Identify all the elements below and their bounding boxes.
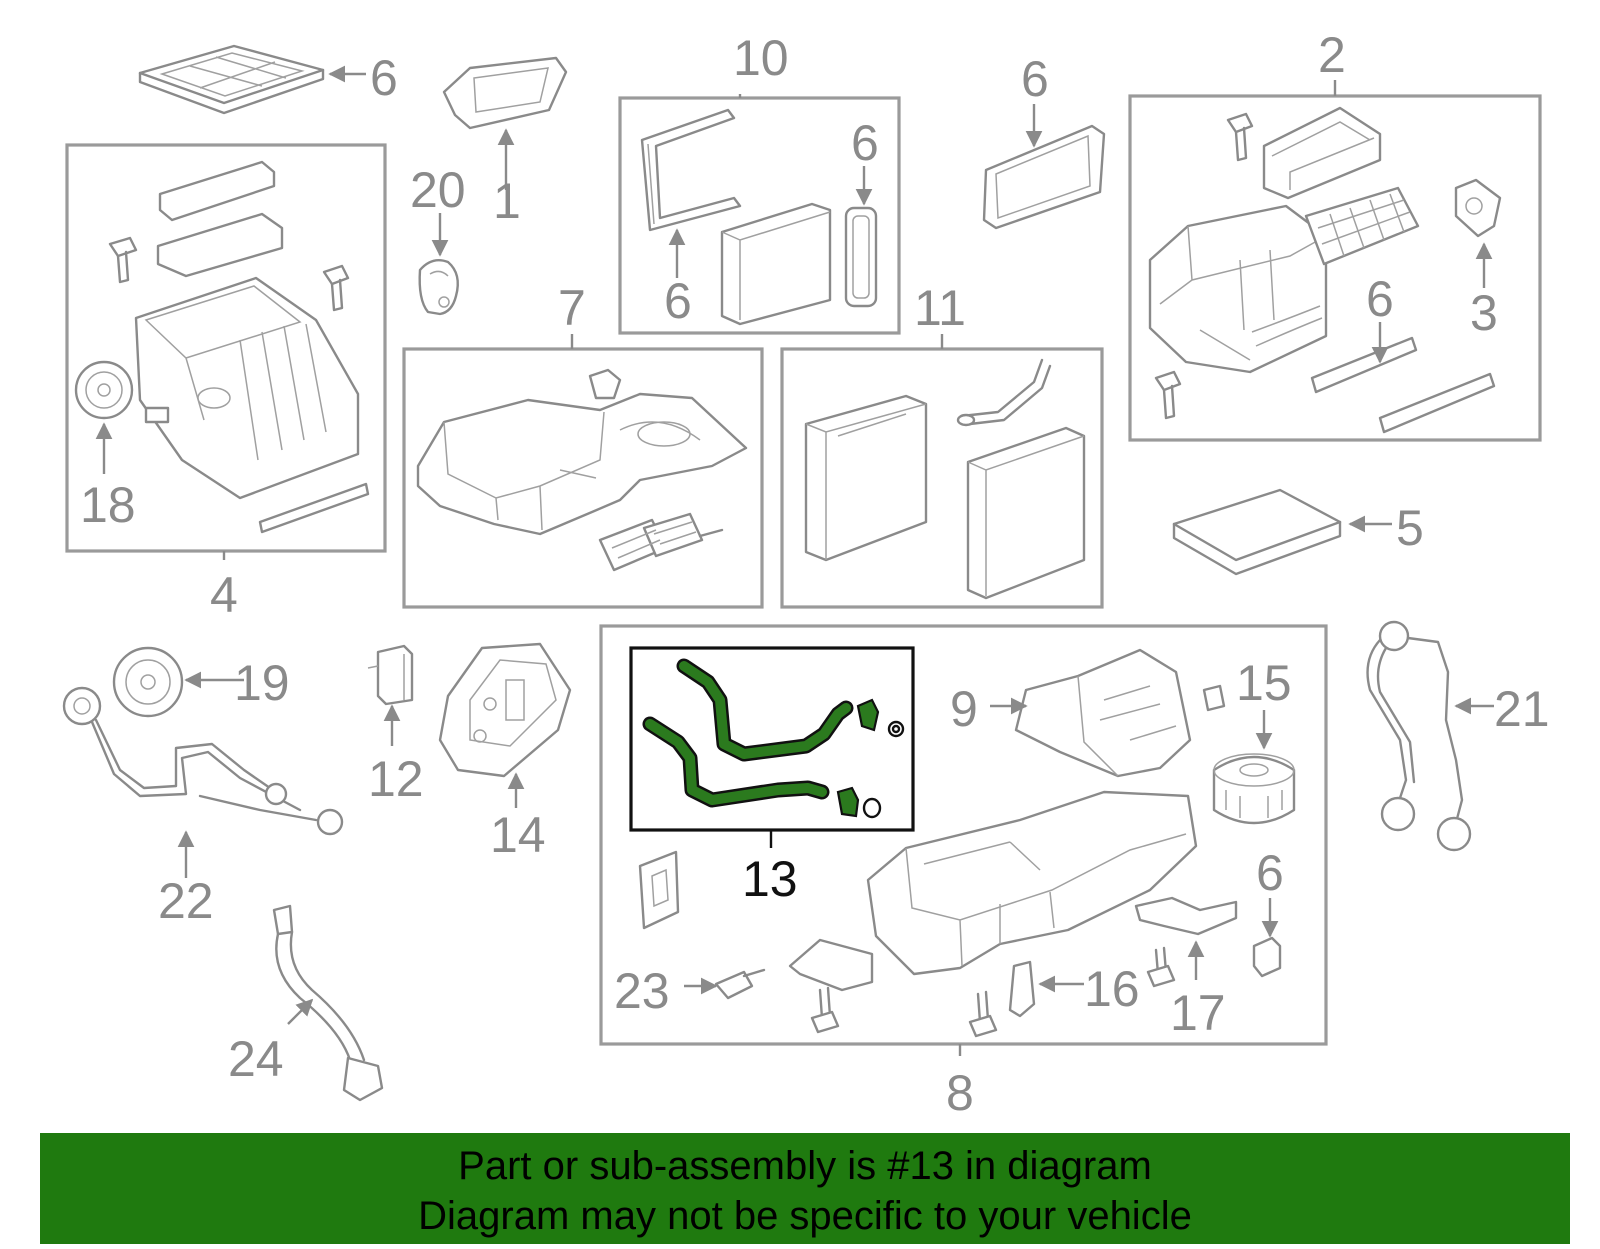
callout-14: 14 (490, 807, 546, 863)
part-4-bolt-left (108, 236, 138, 284)
part-8-bolt-left (810, 986, 840, 1034)
callout-17: 17 (1170, 985, 1226, 1041)
part-7-small-actuator (588, 368, 622, 400)
part-15-blower-motor (1212, 753, 1296, 825)
part-2-upper-duct (1262, 106, 1382, 200)
callout-8: 8 (946, 1065, 974, 1121)
part-22-harness (62, 686, 344, 836)
callout-10: 10 (733, 30, 789, 86)
part-24-hose (272, 904, 384, 1102)
callout-22: 22 (158, 873, 214, 929)
part-4-heater-case (134, 276, 360, 500)
part-2-seal-strip-a (1310, 336, 1418, 394)
callout-6-f: 6 (1256, 845, 1284, 901)
part-8-lower-case (866, 790, 1198, 976)
part-2-bolt-bottom (1154, 370, 1182, 420)
callout-6-a: 6 (370, 50, 398, 106)
part-16-actuator (1008, 960, 1036, 1018)
callout-21: 21 (1494, 681, 1550, 737)
callout-16: 16 (1084, 961, 1140, 1017)
part-20-clip (418, 259, 459, 316)
part-2-seal-strip-b (1378, 372, 1496, 434)
callout-24: 24 (228, 1031, 284, 1087)
part-4-seal-strip (258, 482, 370, 534)
part-11-pipe (956, 358, 1052, 427)
part-12-sensor (367, 644, 414, 706)
callout-6-e: 6 (1366, 271, 1394, 327)
part-21-harness (1366, 620, 1472, 852)
part-info-banner: Part or sub-assembly is #13 in diagram D… (40, 1133, 1570, 1244)
callout-19: 19 (234, 655, 290, 711)
group-box-7 (402, 347, 764, 609)
part-6-seal-strip-10 (844, 206, 878, 308)
part-11-evaporator (804, 394, 928, 562)
banner-line-2: Diagram may not be specific to your vehi… (418, 1194, 1192, 1238)
part-8-small-clip (1202, 684, 1226, 712)
part-23-sensor (714, 968, 766, 1000)
part-17-bolt (1146, 946, 1176, 988)
callout-6-b: 6 (664, 273, 692, 329)
group-box-4 (65, 143, 387, 553)
part-17-bracket (1134, 896, 1238, 936)
part-6-seal-frame-10 (640, 108, 742, 232)
part-4-small-clip (144, 406, 170, 424)
part-1-duct (442, 56, 568, 130)
part-6-small-seal (1252, 936, 1282, 978)
group-box-8 (599, 624, 1328, 1046)
part-8-seal-sheet (638, 850, 680, 930)
parts-diagram: 6 1 20 10 6 6 6 2 (62, 27, 1550, 1121)
callout-1: 1 (493, 173, 521, 229)
part-7-case (416, 392, 748, 536)
callout-4: 4 (210, 567, 238, 623)
callout-11: 11 (914, 280, 966, 336)
part-4-mid-duct (156, 212, 284, 278)
part-13-ac-hoses (642, 658, 905, 819)
part-8-bracket (788, 938, 874, 992)
part-19-blower-wheel (112, 646, 184, 718)
callout-18: 18 (80, 477, 136, 533)
callout-2: 2 (1318, 27, 1346, 83)
part-2-filter-grid (1304, 186, 1420, 266)
callout-6-d: 6 (1021, 51, 1049, 107)
callout-6-c: 6 (851, 115, 879, 171)
callout-12: 12 (368, 751, 424, 807)
part-4-top-duct (158, 160, 276, 222)
part-6-filter-frame (138, 44, 325, 115)
part-10-core (720, 202, 832, 326)
part-4-bolt-right (322, 264, 350, 312)
part-8-bolt-mid (968, 990, 998, 1038)
part-5-cabin-filter (1172, 488, 1342, 576)
part-7-door-grids (598, 512, 724, 572)
callout-13: 13 (742, 851, 798, 907)
callout-3: 3 (1470, 285, 1498, 341)
callout-20: 20 (410, 162, 466, 218)
part-2-bolt-top (1226, 112, 1254, 162)
callout-23: 23 (614, 963, 670, 1019)
part-9-duct (1014, 648, 1192, 778)
callout-7: 7 (558, 280, 586, 336)
part-6-seal-right (982, 124, 1106, 230)
part-11-heater-core (966, 426, 1086, 600)
part-3-actuator (1454, 178, 1502, 238)
part-18-blower-wheel (74, 360, 134, 420)
group-box-10 (618, 96, 901, 335)
callout-9: 9 (950, 681, 978, 737)
part-14-actuator (438, 642, 572, 778)
part-2-blower-housing (1148, 204, 1328, 374)
callout-15: 15 (1236, 655, 1292, 711)
callout-5: 5 (1396, 500, 1424, 556)
banner-line-1: Part or sub-assembly is #13 in diagram (458, 1144, 1152, 1188)
